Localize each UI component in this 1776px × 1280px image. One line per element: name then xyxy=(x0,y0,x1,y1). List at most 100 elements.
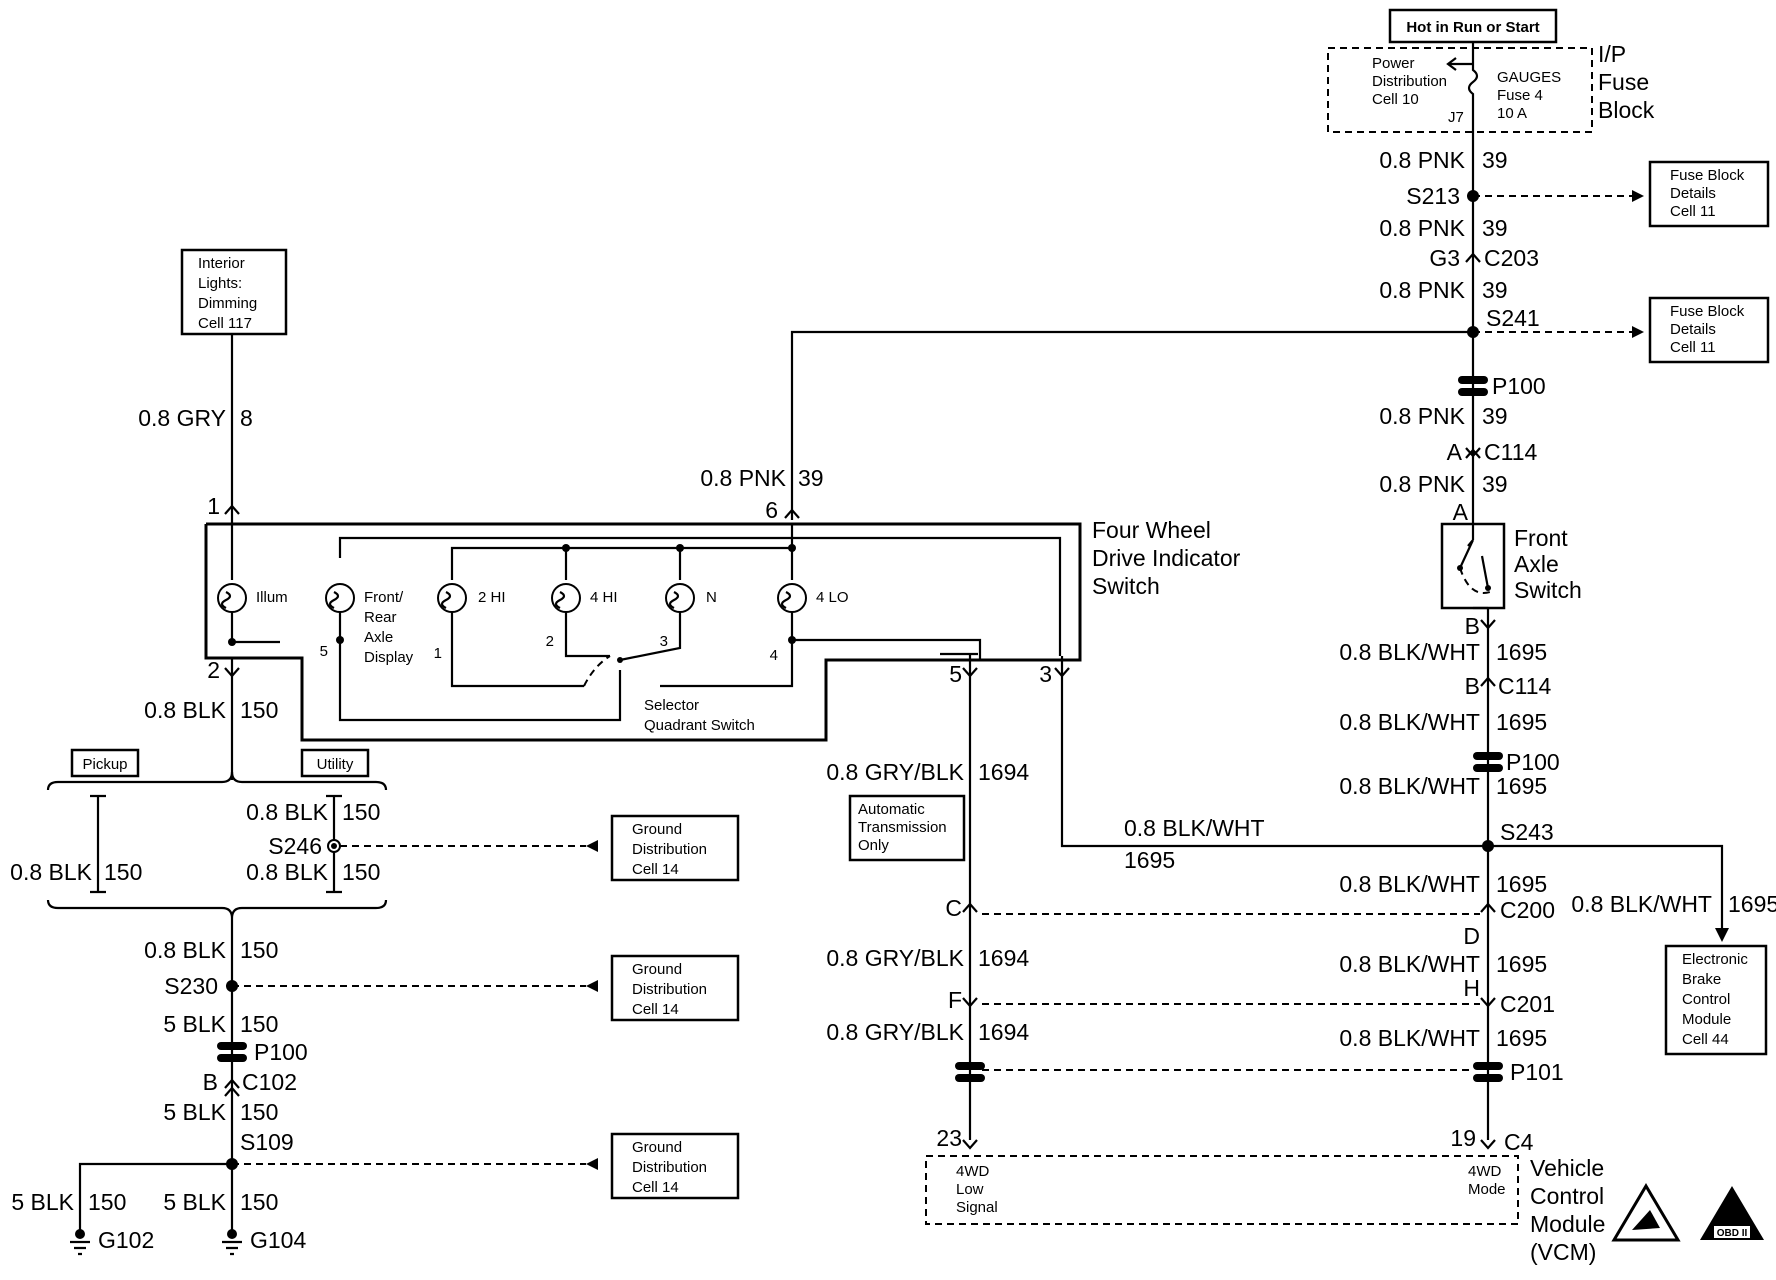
svg-text:Cell 11: Cell 11 xyxy=(1670,203,1716,220)
pin-label: B xyxy=(203,1069,218,1095)
pin-label: 19 xyxy=(1450,1125,1476,1151)
wire-label: 0.8 GRY/BLK xyxy=(826,945,964,971)
bulb-4lo-icon xyxy=(777,583,807,613)
blk-wht-ebcm xyxy=(1488,844,1724,936)
ref-fuse-details-2: Fuse Block Details Cell 11 xyxy=(1648,296,1770,364)
ref-ebcm: Electronic Brake Control Module Cell 44 xyxy=(1664,944,1768,1056)
vcm: 4WD Low Signal 4WD Mode xyxy=(925,1155,1519,1225)
wire-num: 150 xyxy=(342,859,380,885)
svg-text:10 A: 10 A xyxy=(1497,105,1527,122)
ref-auto-trans: Automatic Transmission Only xyxy=(848,794,966,862)
wire-label: 0.8 BLK xyxy=(246,799,328,825)
pin-label: 1 xyxy=(207,493,220,519)
bulb-label: Rear xyxy=(364,609,397,626)
four-wheel-drive-indicator-switch xyxy=(204,522,1082,742)
hot-in-run-label: Hot in Run or Start xyxy=(1388,8,1558,44)
switch-title-2: Drive Indicator xyxy=(1092,545,1241,571)
connector-icon xyxy=(1480,902,1496,913)
svg-text:Fuse 4: Fuse 4 xyxy=(1497,87,1543,104)
wire-num: 1694 xyxy=(978,1019,1029,1045)
svg-text:Cell 14: Cell 14 xyxy=(632,1179,679,1196)
ref-ground-1: Ground Distribution Cell 14 xyxy=(610,814,740,882)
wire-num: 150 xyxy=(240,1011,278,1037)
wire-label: 0.8 PNK xyxy=(1379,277,1465,303)
esd-warning-icon xyxy=(1611,1183,1681,1242)
connector-label: P100 xyxy=(1492,373,1546,399)
splice-label: S213 xyxy=(1406,183,1460,209)
ref-ground-3: Ground Distribution Cell 14 xyxy=(610,1132,740,1200)
pin-label: D xyxy=(1463,923,1480,949)
power-arrow-icon xyxy=(1446,57,1473,71)
svg-text:Signal: Signal xyxy=(956,1199,998,1216)
svg-text:Interior: Interior xyxy=(198,255,245,272)
svg-text:Distribution: Distribution xyxy=(1372,73,1447,90)
ground-g104-icon xyxy=(222,1229,242,1256)
wire-label: 0.8 PNK xyxy=(1379,147,1465,173)
front-axle-title-3: Switch xyxy=(1514,577,1582,603)
connector-icon xyxy=(1480,1139,1496,1150)
inline-p101 xyxy=(1473,1062,1503,1082)
wire-num: 1695 xyxy=(1728,891,1776,917)
wire-num: 1694 xyxy=(978,759,1029,785)
pin-label: A xyxy=(1453,499,1469,525)
wire-label: 0.8 PNK xyxy=(700,465,786,491)
connector-label: C114 xyxy=(1498,673,1551,699)
splice-label: S246 xyxy=(268,833,322,859)
splice-label: S109 xyxy=(240,1129,294,1155)
svg-text:Hot in Run or Start: Hot in Run or Start xyxy=(1406,19,1539,36)
svg-text:Distribution: Distribution xyxy=(632,841,707,858)
pin-label: F xyxy=(948,987,962,1013)
wire-label: 0.8 BLK/WHT xyxy=(1339,951,1480,977)
fuse-block-title-2: Fuse xyxy=(1598,69,1649,95)
bulb-n-icon xyxy=(665,583,695,613)
wire-num: 1695 xyxy=(1124,847,1175,873)
wire-num: 150 xyxy=(104,859,142,885)
option-brace-top xyxy=(46,771,388,791)
wire-num: 150 xyxy=(342,799,380,825)
pin-label: 5 xyxy=(320,643,328,660)
wire-label: 0.8 BLK/WHT xyxy=(1571,891,1712,917)
wire-num: 39 xyxy=(1482,471,1508,497)
svg-text:Cell 44: Cell 44 xyxy=(1682,1031,1729,1048)
svg-text:Cell 14: Cell 14 xyxy=(632,861,679,878)
svg-text:Cell 11: Cell 11 xyxy=(1670,339,1716,356)
svg-text:Transmission: Transmission xyxy=(858,819,947,836)
svg-text:Cell 10: Cell 10 xyxy=(1372,91,1419,108)
wire-label: 0.8 BLK xyxy=(10,859,92,885)
blk-wht-branch xyxy=(1060,670,1488,848)
arrow-icon xyxy=(586,1158,598,1170)
bulb-illum-icon xyxy=(217,583,247,613)
connector-label: C4 xyxy=(1504,1129,1534,1155)
svg-text:Cell 14: Cell 14 xyxy=(632,1001,679,1018)
connector-label: C203 xyxy=(1484,245,1539,271)
bulb-label: Display xyxy=(364,649,414,666)
g102-branch xyxy=(78,1162,232,1230)
wire-label: 0.8 BLK/WHT xyxy=(1339,871,1480,897)
connector-icon xyxy=(962,902,978,913)
svg-text:Ground: Ground xyxy=(632,961,682,978)
vcm-title-1: Vehicle xyxy=(1530,1155,1604,1181)
wire-label: 0.8 BLK/WHT xyxy=(1124,815,1265,841)
tag-utility: Utility xyxy=(300,748,370,778)
pin-label: G3 xyxy=(1429,245,1460,271)
obd-ii-icon: OBD II xyxy=(1700,1186,1764,1240)
svg-text:Low: Low xyxy=(956,1181,984,1198)
wire-num: 39 xyxy=(798,465,824,491)
wire-label: 0.8 BLK xyxy=(144,697,226,723)
connector-icon xyxy=(1480,676,1496,687)
connector-icon xyxy=(224,1078,240,1097)
splice-label: S241 xyxy=(1486,305,1540,331)
arrow-icon xyxy=(1715,928,1729,942)
splice-label: S243 xyxy=(1500,819,1554,845)
svg-text:Pickup: Pickup xyxy=(82,756,127,773)
pin-label: 2 xyxy=(546,633,554,650)
svg-text:4WD: 4WD xyxy=(956,1163,990,1180)
connector-label: P101 xyxy=(1510,1059,1564,1085)
pickup-bracket xyxy=(90,794,106,894)
connector-icon xyxy=(1480,997,1496,1008)
front-axle-switch xyxy=(1440,520,1506,610)
svg-text:Brake: Brake xyxy=(1682,971,1721,988)
wire-num: 1695 xyxy=(1496,773,1547,799)
connector-label: C200 xyxy=(1500,897,1555,923)
